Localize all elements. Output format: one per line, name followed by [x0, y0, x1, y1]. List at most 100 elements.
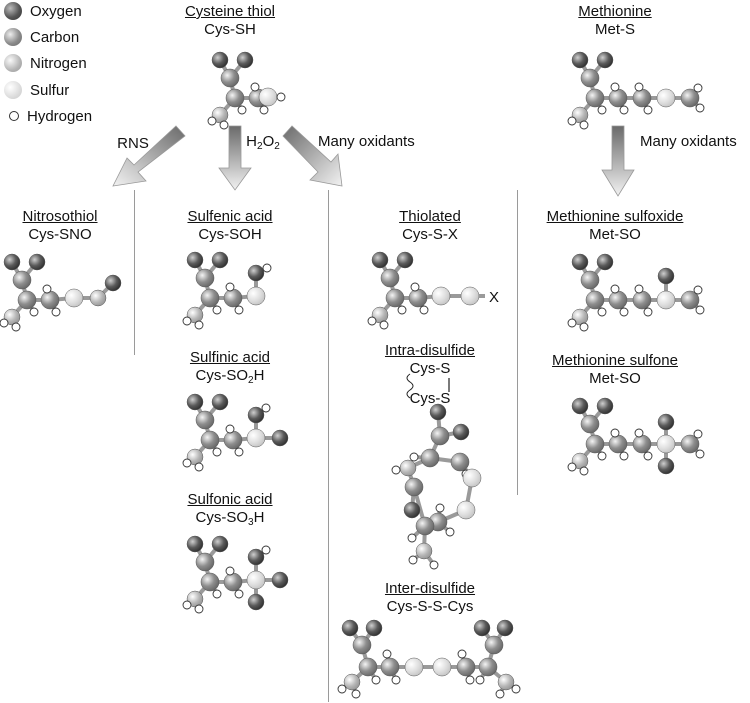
- carbon-atom: [608, 290, 628, 310]
- oxygen-atom: [247, 264, 265, 282]
- oxygen-atom: [396, 251, 414, 269]
- nitrosothiol-name: Nitrosothiol: [22, 208, 98, 225]
- hydrogen-atom: [634, 284, 644, 294]
- sulfur-atom-icon: [4, 81, 22, 99]
- hydrogen-atom: [391, 465, 401, 475]
- oxygen-atom: [247, 548, 265, 566]
- carbon-atom: [352, 635, 372, 655]
- carbon-atom: [585, 290, 605, 310]
- hydrogen-atom: [567, 116, 577, 126]
- hydrogen-atom: [219, 120, 229, 130]
- h2o2-o: O: [262, 133, 275, 150]
- oxygen-atom: [596, 51, 614, 69]
- sulfur-atom: [656, 290, 676, 310]
- oxygen-atom: [211, 535, 229, 553]
- hydrogen-atom: [225, 424, 235, 434]
- hydrogen-atom: [234, 589, 244, 599]
- sulfinic-formula-pre: Cys-SO: [195, 367, 249, 384]
- nitrogen-atom: [571, 452, 589, 470]
- nitrogen-atom: [371, 306, 389, 324]
- intra-line2: Cys-S: [409, 390, 451, 407]
- legend-sulfur-label: Sulfur: [30, 81, 70, 99]
- carbon-atom: [632, 290, 652, 310]
- hydrogen-atom: [419, 305, 429, 315]
- intra-name: Intra-disulfide: [384, 342, 476, 359]
- arrow-label-rns: RNS: [117, 135, 149, 152]
- inter-disulfide-molecule: [337, 619, 521, 699]
- oxygen-atom: [271, 429, 289, 447]
- oxygen-atom: [496, 619, 514, 637]
- hydrogen-atom: [237, 105, 247, 115]
- methionine-name: Methionine: [578, 3, 652, 20]
- carbon-atom: [680, 88, 700, 108]
- nitrogen-atom: [415, 542, 433, 560]
- carbon-atom: [195, 410, 215, 430]
- sulfur-atom: [246, 286, 266, 306]
- sulfinic-formula-post: H: [253, 367, 265, 384]
- carbon-atom: [478, 657, 498, 677]
- oxygen-atom: [452, 423, 470, 441]
- hydrogen-atom: [457, 649, 467, 659]
- hydrogen-atom: [408, 555, 418, 565]
- nitrogen-atom: [571, 308, 589, 326]
- oxygen-atom: [104, 274, 122, 292]
- hydrogen-atom: [643, 307, 653, 317]
- thiolated-molecule: [367, 251, 480, 330]
- hydrogen-atom: [495, 689, 505, 699]
- nitrogen-atom: [343, 673, 361, 691]
- hydrogen-atom: [693, 83, 703, 93]
- hydrogen-atom: [693, 429, 703, 439]
- hydrogen-atom: [234, 447, 244, 457]
- sulfenic-name: Sulfenic acid: [187, 208, 273, 225]
- hydrogen-atom: [695, 103, 705, 113]
- hydrogen-atom: [225, 282, 235, 292]
- carbon-atom: [580, 414, 600, 434]
- oxygen-atom-icon: [4, 2, 22, 20]
- carbon-atom: [404, 477, 424, 497]
- nitrogen-atom: [89, 289, 107, 307]
- sulfonic-name: Sulfonic acid: [187, 491, 273, 508]
- nitrogen-atom: [3, 308, 21, 326]
- carbon-atom: [632, 434, 652, 454]
- hydrogen-atom: [276, 92, 286, 102]
- nitrogen-atom: [571, 106, 589, 124]
- intra-disulfide-molecule: [391, 403, 482, 570]
- carbon-atom: [223, 288, 243, 308]
- hydrogen-atom: [475, 675, 485, 685]
- hydrogen-atom: [250, 82, 260, 92]
- methionine-formula: Met-S: [594, 21, 635, 38]
- hydrogen-atom: [382, 649, 392, 659]
- oxygen-atom: [186, 393, 204, 411]
- hydrogen-atom: [410, 282, 420, 292]
- methionine-molecule: [567, 51, 705, 130]
- carbon-atom: [484, 635, 504, 655]
- carbon-atom: [420, 448, 440, 468]
- sulfonic-formula-post: H: [253, 509, 265, 526]
- hydrogen-atom: [194, 462, 204, 472]
- oxygen-atom: [657, 267, 675, 285]
- arrow-h2o2: [218, 125, 252, 191]
- oxygen-atom: [247, 593, 265, 611]
- hydrogen-atom: [511, 684, 521, 694]
- sulfonic-formula-pre: Cys-SO: [195, 509, 249, 526]
- carbon-atom: [632, 88, 652, 108]
- oxygen-atom: [429, 403, 447, 421]
- arrow-label-oxidants-met: Many oxidants: [640, 133, 737, 150]
- hydrogen-atom-icon: [9, 111, 19, 121]
- hydrogen-atom: [429, 560, 439, 570]
- hydrogen-atom: [367, 316, 377, 326]
- legend-hydrogen: Hydrogen: [4, 105, 92, 127]
- oxygen-atom: [211, 251, 229, 269]
- oxygen-atom: [657, 413, 675, 431]
- hydrogen-atom: [262, 263, 272, 273]
- hydrogen-atom: [42, 284, 52, 294]
- legend-oxygen: Oxygen: [4, 0, 82, 22]
- oxygen-atom: [365, 619, 383, 637]
- oxygen-atom: [236, 51, 254, 69]
- hydrogen-atom: [351, 689, 361, 699]
- carbon-atom: [358, 657, 378, 677]
- hydrogen-atom: [579, 466, 589, 476]
- oxygen-atom: [3, 253, 21, 271]
- hydrogen-atom: [29, 307, 39, 317]
